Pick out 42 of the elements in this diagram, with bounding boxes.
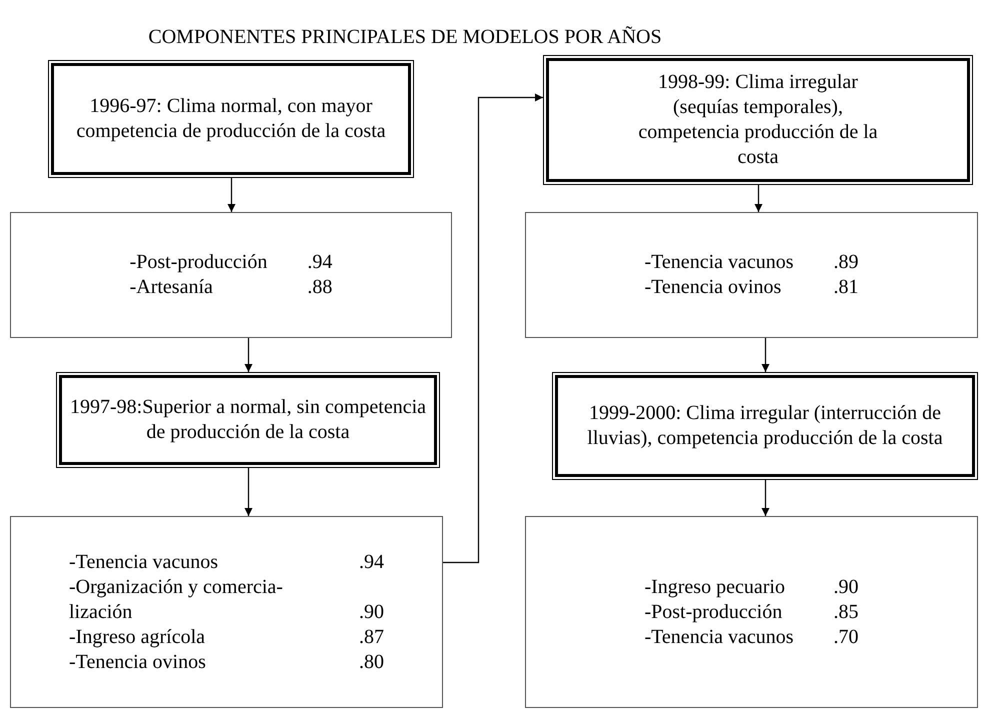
loading-value: .80 [359,650,384,674]
component-name: -Organización y comercia- lización [69,574,284,624]
component-name: -Tenencia vacunos [644,624,794,650]
component-name: -Post-producción [644,600,784,624]
period-box [56,372,440,468]
loading-value: .94 [359,550,384,574]
component-box [525,212,978,338]
loading-value: .87 [359,624,384,650]
component-box [10,212,452,338]
arrow [228,178,236,212]
arrow [762,338,770,372]
period-box [552,372,978,480]
component-box [525,516,978,708]
loading-value: .90 [359,600,384,624]
arrow [244,338,252,372]
loading-value: .94 [307,250,332,275]
loading-value: .70 [834,624,859,650]
loading-value: .90 [834,574,859,600]
component-name: -Tenencia ovinos [644,275,782,300]
component-name: -Post-producción [130,250,268,275]
loading-value: .85 [834,600,859,624]
loading-value: .81 [834,275,859,300]
component-name: -Artesanía [130,275,214,300]
component-box [10,516,443,708]
component-name: -Ingreso pecuario [644,574,786,600]
arrow [443,94,543,564]
period-description: 1997-98:Superior a normal, sin competencia de producción de la costa [68,395,427,445]
component-name: -Tenencia vacunos [644,250,794,275]
arrow [244,468,252,516]
loading-value: .88 [307,275,332,300]
component-name: -Ingreso agrícola [69,624,206,650]
component-name: -Tenencia vacunos [69,550,220,574]
diagram-title: COMPONENTES PRINCIPALES DE MODELOS POR AÑOS [147,26,663,49]
component-name: -Tenencia ovinos [69,650,207,674]
period-box [543,55,973,185]
period-box [48,60,414,178]
period-description: 1998-99: Clima irregular (sequías temporales), competencia producción de la costa [637,70,879,170]
period-description: 1999-2000: Clima irregular (interrucción de lluvias), competencia producción de la costa [586,401,944,451]
loading-value: .89 [834,250,859,275]
period-description: 1996-97: Clima normal, con mayor competencia de producción de la costa [76,94,386,144]
arrow [754,185,762,212]
arrow [762,480,770,516]
